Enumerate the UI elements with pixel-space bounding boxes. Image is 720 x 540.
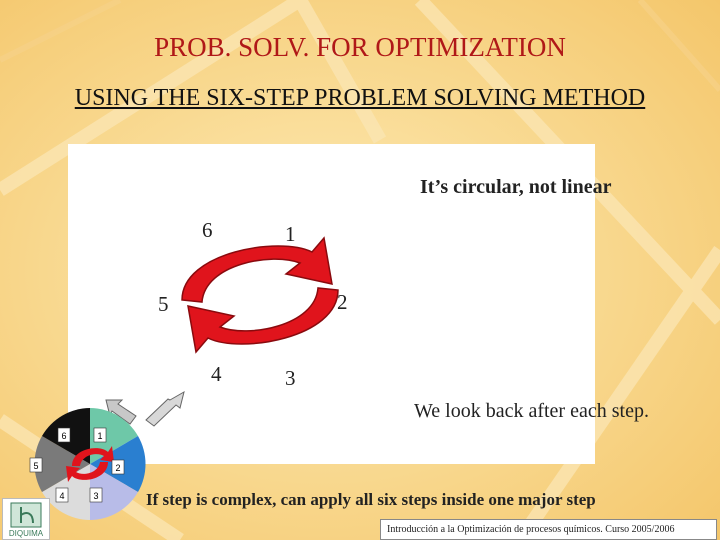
step-label-2: 2	[337, 290, 348, 314]
wheel-label-1: 1	[97, 431, 102, 441]
logo-mark-icon	[10, 502, 42, 528]
wheel-segment-3	[90, 464, 138, 520]
complex-step-note: If step is complex, can apply all six st…	[146, 490, 596, 509]
grey-arrows	[105, 390, 185, 427]
wheel-label-5: 5	[33, 461, 38, 471]
wheel-red-arrows	[66, 446, 114, 482]
footer-caption: Introducción a la Optimización de proces…	[380, 519, 717, 540]
step-label-1: 1	[285, 222, 296, 246]
slide-subtitle: USING THE SIX-STEP PROBLEM SOLVING METHO…	[74, 85, 646, 111]
logo-text: DIQUIMA	[8, 529, 44, 538]
wheel-segment-5	[34, 436, 90, 492]
circular-note: It’s circular, not linear	[420, 176, 612, 198]
grey-arrow-right	[145, 390, 185, 427]
grey-arrow-left	[105, 399, 137, 425]
step-label-4: 4	[211, 362, 222, 386]
look-back-note: We look back after each step.	[414, 400, 649, 422]
cycle-arrows	[181, 236, 339, 354]
wheel-label-4: 4	[59, 491, 64, 501]
slide-title: PROB. SOLV. FOR OPTIMIZATION	[154, 32, 566, 62]
diquima-logo: DIQUIMA	[2, 498, 50, 540]
wheel-label-2: 2	[115, 463, 120, 473]
wheel-label-3: 3	[93, 491, 98, 501]
step-label-6: 6	[202, 218, 213, 242]
wheel-label-6: 6	[61, 431, 66, 441]
step-wheel: 6 1 2 3 4 5	[29, 408, 146, 520]
bottom-red-arrow	[187, 287, 339, 354]
step-label-5: 5	[158, 292, 169, 316]
step-label-3: 3	[285, 366, 296, 390]
top-red-arrow	[181, 236, 333, 303]
